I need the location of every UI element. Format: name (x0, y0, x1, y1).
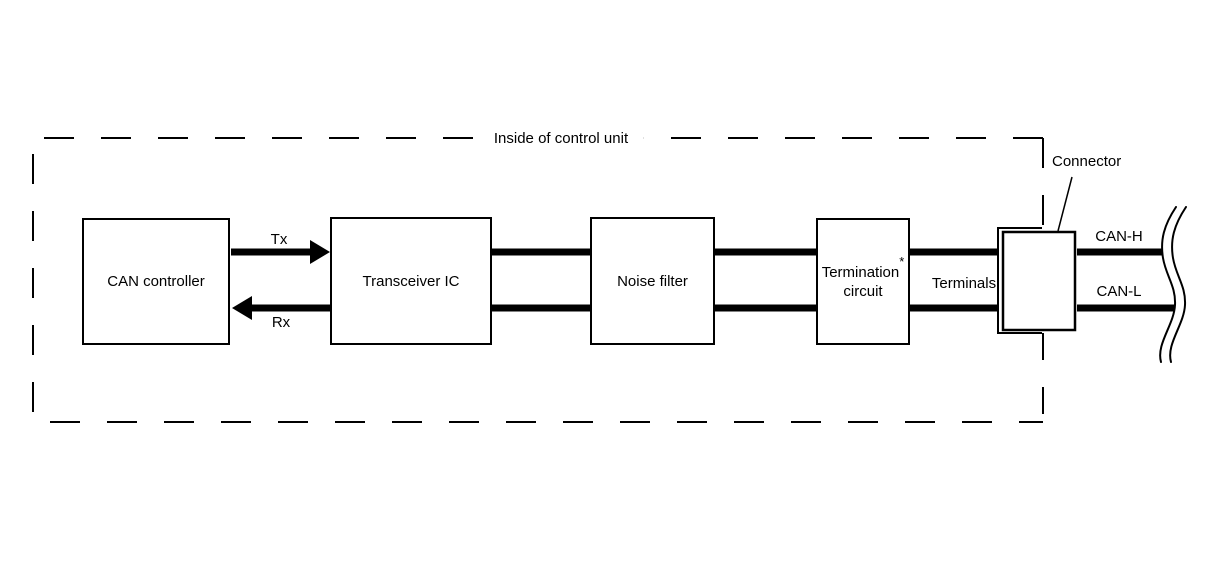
connector-body (1001, 230, 1077, 332)
terminals-label: Terminals (931, 275, 997, 292)
wire-break-symbol-right (1169, 206, 1187, 363)
can-l-label: CAN-L (1096, 283, 1142, 300)
tx-label: Tx (270, 231, 288, 248)
transceiver-ic-box: Transceiver IC (330, 217, 492, 345)
termination-circuit-box: Termination* circuit (816, 218, 910, 345)
rx-label: Rx (271, 314, 291, 331)
termination-label-line2: circuit (843, 282, 883, 300)
wire-break-symbol-left (1159, 206, 1177, 363)
can-h-label: CAN-H (1095, 228, 1143, 245)
connector-shell (997, 227, 1042, 334)
noise-filter-box: Noise filter (590, 217, 715, 345)
noise-filter-label: Noise filter (617, 272, 688, 290)
transceiver-ic-label: Transceiver IC (362, 272, 460, 290)
can-controller-box: CAN controller (82, 218, 230, 345)
tx-arrowhead (310, 240, 330, 264)
connector-label: Connector (1052, 153, 1122, 170)
rx-arrowhead (232, 296, 252, 320)
control-unit-dashed-border (32, 137, 1043, 423)
can-controller-label: CAN controller (107, 273, 205, 290)
termination-asterisk: * (899, 253, 905, 269)
termination-label-line1: Termination* (821, 253, 905, 281)
diagram-title: Inside of control unit (477, 130, 645, 148)
connector-pointer-line (1057, 176, 1073, 232)
